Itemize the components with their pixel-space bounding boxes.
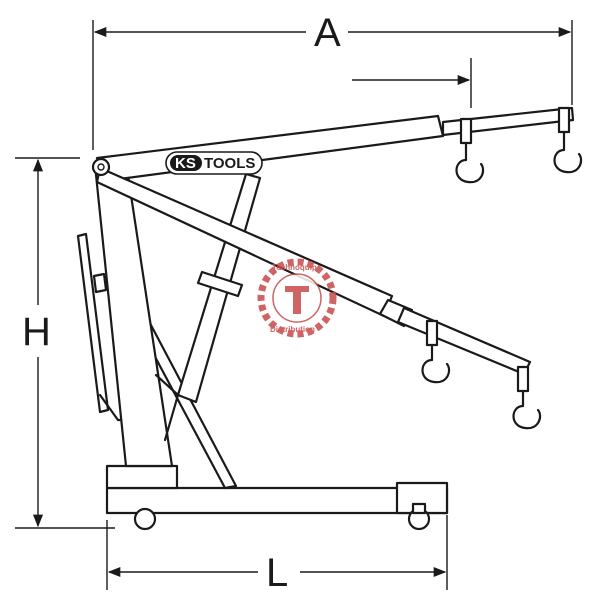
logo-tools-text: TOOLS — [204, 155, 255, 172]
boom-raised-main — [95, 114, 445, 182]
logo-ks-text: KS — [175, 155, 196, 172]
hook-hanger-4 — [516, 365, 530, 393]
dimension-l-label: L — [266, 551, 288, 595]
boom-pivot-pin — [97, 163, 105, 171]
boom-lowered-extension — [396, 306, 532, 376]
dimension-a: A — [92, 11, 573, 150]
dimension-l: L — [106, 515, 448, 595]
boom-lowered — [95, 166, 532, 393]
boom-raised-extension — [441, 106, 575, 137]
rear-wheel — [133, 507, 157, 531]
hook-hanger-2 — [557, 106, 571, 134]
boom-pivot — [91, 157, 111, 177]
handle-bar — [76, 232, 110, 414]
hook-3-icon — [421, 343, 451, 384]
hook-4-icon — [512, 389, 542, 430]
watermark-t-icon — [285, 286, 309, 314]
hook-2-icon — [553, 130, 583, 174]
base-beam — [105, 486, 449, 515]
logo-ks-pill — [170, 155, 202, 171]
watermark-bottom-text: Distribution — [270, 325, 315, 334]
kstools-logo: KS TOOLS — [165, 151, 263, 175]
ram-collar — [196, 270, 244, 298]
hook-hanger-1 — [459, 117, 473, 145]
handle-clamp — [92, 272, 108, 294]
watermark: Technoquip Distribution — [257, 258, 337, 338]
dimension-h: H — [15, 157, 115, 529]
watermark-gear-icon — [257, 258, 337, 338]
dimension-h-label: H — [22, 310, 51, 354]
watermark-top-text: Technoquip — [272, 263, 317, 272]
dimension-a-label: A — [314, 11, 341, 55]
hook-hanger-3 — [425, 319, 439, 347]
front-wheel-bracket — [411, 502, 427, 515]
crane-base — [105, 464, 449, 531]
base-mast-block — [105, 464, 179, 490]
hook-1-icon — [455, 141, 485, 184]
